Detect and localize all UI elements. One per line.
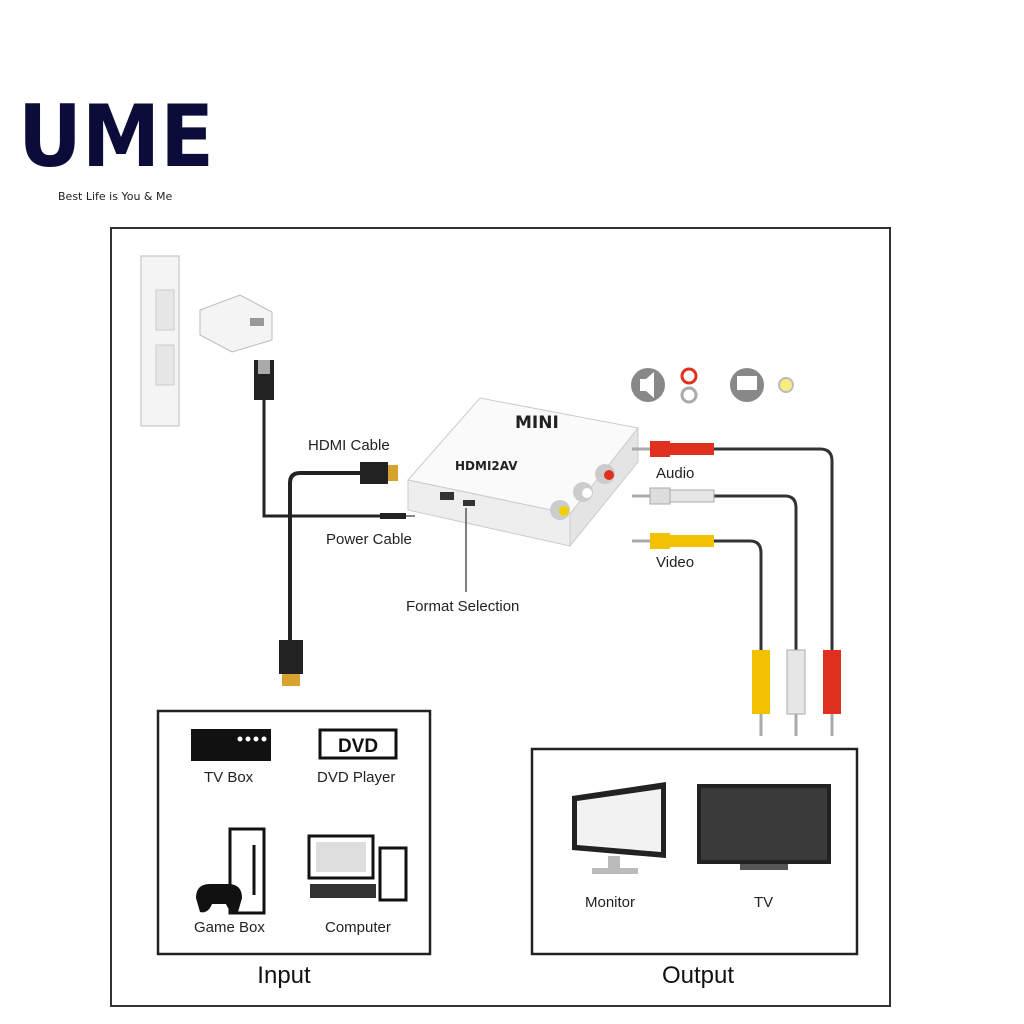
format-switch bbox=[463, 500, 475, 506]
input-title: Input bbox=[257, 962, 311, 989]
ume-logo: UME Best Life is You & Me bbox=[18, 87, 214, 203]
device-mini-label: MINI bbox=[515, 413, 559, 433]
output-devices-box bbox=[530, 747, 859, 956]
wall-outlet-icon bbox=[140, 255, 180, 427]
computer-label: Computer bbox=[325, 919, 391, 936]
audio-indicator bbox=[631, 367, 698, 404]
tv-device-icon bbox=[697, 784, 831, 870]
rca-plug-yellow-end bbox=[752, 650, 770, 736]
device-model-label: HDMI2AV bbox=[455, 459, 518, 473]
game-box-label: Game Box bbox=[194, 919, 265, 936]
game-box-icon bbox=[196, 827, 266, 915]
diagram-frame bbox=[110, 227, 891, 1007]
tv-box-icon bbox=[191, 729, 271, 761]
hdmi-plug-icon bbox=[360, 462, 388, 484]
format-selection-label: Format Selection bbox=[406, 598, 519, 615]
tv-label: TV bbox=[754, 894, 773, 911]
logo-tagline: Best Life is You & Me bbox=[58, 190, 172, 203]
monitor-label: Monitor bbox=[585, 894, 635, 911]
video-indicator bbox=[730, 368, 794, 402]
dvd-player-icon: DVD bbox=[318, 728, 398, 760]
output-title: Output bbox=[662, 962, 734, 989]
dvd-badge: DVD bbox=[338, 736, 378, 757]
monitor-device-icon bbox=[572, 782, 666, 874]
rca-plug-yellow bbox=[632, 533, 714, 549]
power-cable bbox=[262, 400, 400, 518]
audio-white-cable bbox=[714, 494, 798, 650]
rca-plug-red bbox=[632, 441, 714, 457]
power-cable-label: Power Cable bbox=[326, 531, 412, 548]
rca-plug-white-end bbox=[786, 649, 806, 736]
video-yellow-cable bbox=[714, 539, 763, 650]
audio-label: Audio bbox=[656, 465, 694, 482]
hdmi-cable-label: HDMI Cable bbox=[308, 437, 390, 454]
computer-icon bbox=[307, 834, 408, 902]
usb-charger-icon bbox=[199, 294, 273, 353]
input-devices-box bbox=[156, 709, 432, 956]
rca-plug-white bbox=[632, 487, 715, 505]
hdmi-plug-icon bbox=[279, 640, 303, 674]
hdmi-cable bbox=[288, 471, 378, 640]
video-label: Video bbox=[656, 554, 694, 571]
hdmi2av-converter: MINI HDMI2AV bbox=[407, 397, 639, 548]
logo-brand: UME bbox=[18, 87, 214, 187]
tv-box-label: TV Box bbox=[204, 769, 254, 786]
audio-red-cable bbox=[714, 447, 834, 650]
dvd-player-label: DVD Player bbox=[317, 769, 395, 786]
rca-plug-red-end bbox=[823, 650, 841, 736]
